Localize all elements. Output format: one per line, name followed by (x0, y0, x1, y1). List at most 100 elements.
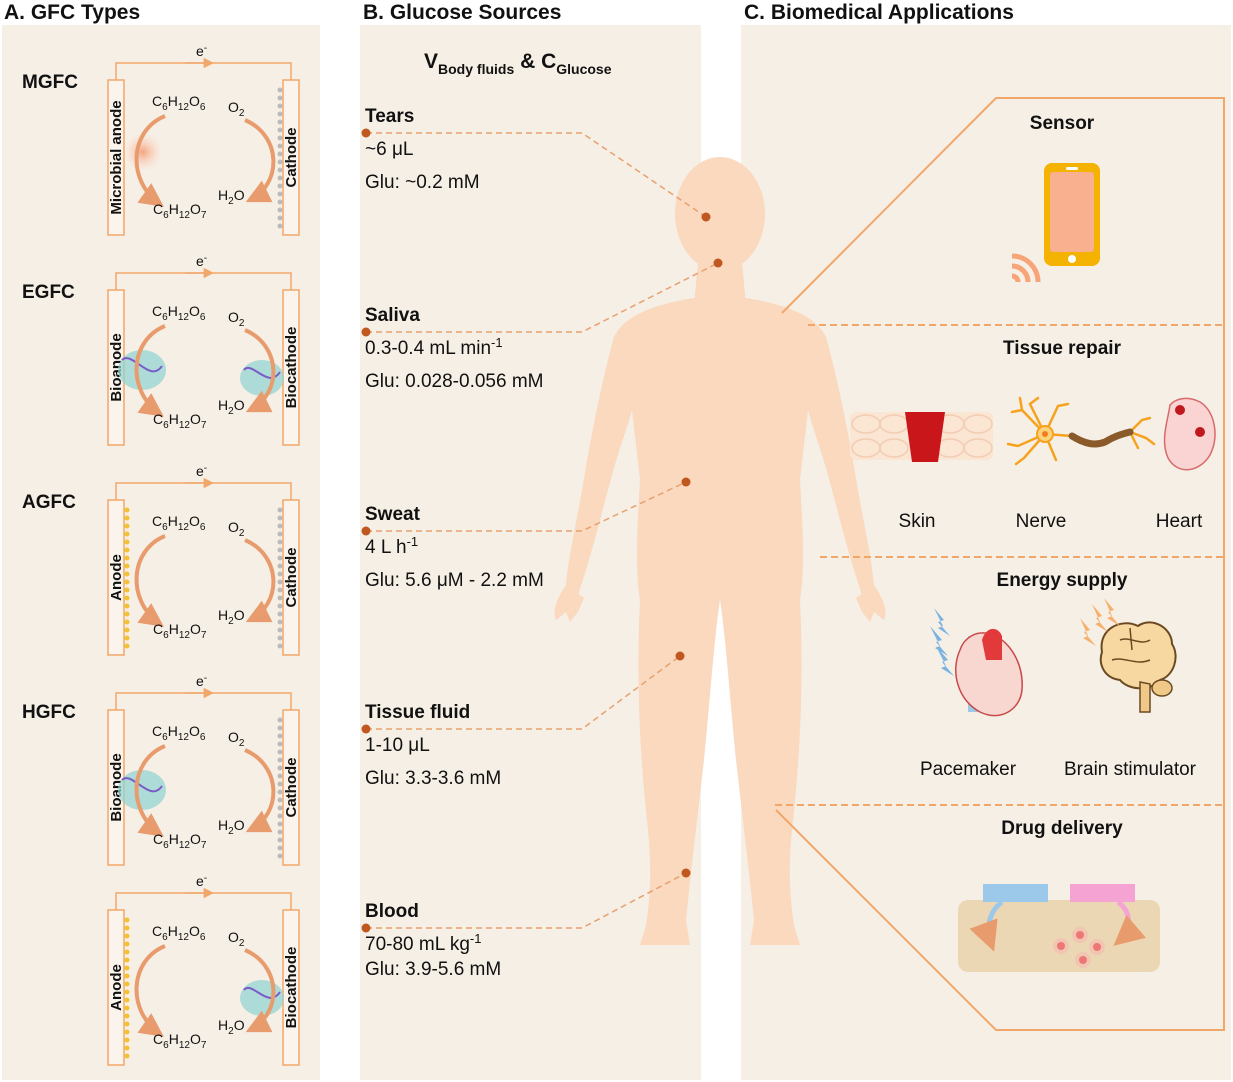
source-glucose: Glu: 3.9-5.6 mM (365, 959, 501, 980)
catalyst-dot (124, 981, 130, 987)
catalyst-dot (124, 1005, 130, 1011)
source-dot (361, 526, 371, 536)
catalyst-dot (277, 773, 283, 779)
catalyst-dot (277, 547, 283, 553)
source-name: Tears (365, 106, 414, 127)
right-electrode-label: Cathode (283, 548, 300, 608)
catalyst-dot (124, 515, 130, 521)
tissue-label-skin: Skin (899, 511, 936, 532)
catalyst-dot (277, 781, 283, 787)
left-electrode-label: Bioanode (108, 753, 125, 821)
heart-organ-icon (1163, 397, 1216, 471)
catalyst-dot (124, 563, 130, 569)
section-title-sensor: Sensor (1030, 113, 1095, 134)
catalyst-dot (124, 997, 130, 1003)
glucose-formula: C6H12O6 (152, 723, 206, 743)
enzyme-chain (243, 367, 281, 379)
gfc-type-label: EGFC (22, 282, 75, 303)
source-leader-line (366, 872, 687, 929)
catalyst-dot (124, 579, 130, 585)
catalyst-dot (124, 989, 130, 995)
oxygen-formula: O2 (228, 99, 245, 119)
energy-label-pacemaker: Pacemaker (920, 759, 1017, 780)
gluconate-formula: C6H12O7 (153, 621, 207, 641)
body-location-dot (681, 868, 691, 878)
electron-label: e- (196, 873, 207, 889)
source-dot (361, 923, 371, 933)
catalyst-dot (277, 207, 283, 213)
left-electrode-label: Anode (108, 554, 125, 601)
glucose-formula: C6H12O6 (152, 93, 206, 113)
catalyst-dot (277, 135, 283, 141)
catalyst-dot (277, 571, 283, 577)
gluconate-formula: C6H12O7 (153, 201, 207, 221)
nerve-cell-icon (1006, 396, 1156, 466)
section-title-drug-delivery: Drug delivery (1001, 818, 1123, 839)
wireless-signal-icon (1011, 253, 1041, 283)
source-glucose: Glu: 5.6 μM - 2.2 mM (365, 570, 544, 591)
catalyst-dot (124, 925, 130, 931)
enzyme-icon (240, 980, 284, 1016)
source-name: Sweat (365, 504, 421, 525)
catalyst-dot (277, 507, 283, 513)
reduction-arrow (244, 118, 276, 203)
reduction-arrow (244, 948, 276, 1033)
catalyst-dot (277, 143, 283, 149)
source-dot (361, 128, 371, 138)
catalyst-dot (277, 749, 283, 755)
catalyst-dot (277, 111, 283, 117)
gfc-type-label: MGFC (22, 72, 78, 93)
source-leader-line (366, 262, 719, 333)
catalyst-dot (277, 813, 283, 819)
catalyst-dot (124, 643, 130, 649)
tissue-label-heart: Heart (1156, 511, 1203, 532)
drug-delivery-icon (958, 884, 1160, 972)
catalyst-dot (277, 223, 283, 229)
source-leader-line (366, 481, 687, 532)
right-electrode-label: Cathode (283, 128, 300, 188)
catalyst-dot (124, 507, 130, 513)
source-glucose: Glu: 3.3-3.6 mM (365, 768, 501, 789)
water-formula: H2O (218, 817, 245, 837)
catalyst-dot (277, 563, 283, 569)
catalyst-dot (124, 1013, 130, 1019)
body-location-dot (681, 477, 691, 487)
gluconate-formula: C6H12O7 (153, 1031, 207, 1051)
electron-label: e- (196, 463, 207, 479)
panel-a-title: A. GFC Types (4, 1, 140, 24)
reduction-arrow (244, 538, 276, 623)
applications-frame (775, 97, 1225, 1031)
oxidation-arrow (134, 944, 166, 1037)
water-formula: H2O (218, 1017, 245, 1037)
catalyst-dot (277, 853, 283, 859)
oxygen-formula: O2 (228, 519, 245, 539)
catalyst-dot (124, 949, 130, 955)
source-dot (361, 327, 371, 337)
energy-label-brain-stimulator: Brain stimulator (1064, 759, 1197, 780)
catalyst-dot (277, 635, 283, 641)
source-leader-line (366, 655, 681, 730)
catalyst-dot (277, 837, 283, 843)
catalyst-dot (277, 103, 283, 109)
tissue-label-nerve: Nerve (1016, 511, 1067, 532)
source-volume: ~6 μL (365, 139, 413, 160)
catalyst-dot (124, 1037, 130, 1043)
catalyst-dot (277, 845, 283, 851)
brain-stimulator-icon (1080, 598, 1177, 713)
catalyst-dot (277, 215, 283, 221)
catalyst-dot (277, 829, 283, 835)
catalyst-dot (277, 595, 283, 601)
catalyst-dot (124, 1045, 130, 1051)
catalyst-dot (277, 603, 283, 609)
catalyst-dot (124, 547, 130, 553)
catalyst-dot (277, 627, 283, 633)
catalyst-dot (277, 611, 283, 617)
